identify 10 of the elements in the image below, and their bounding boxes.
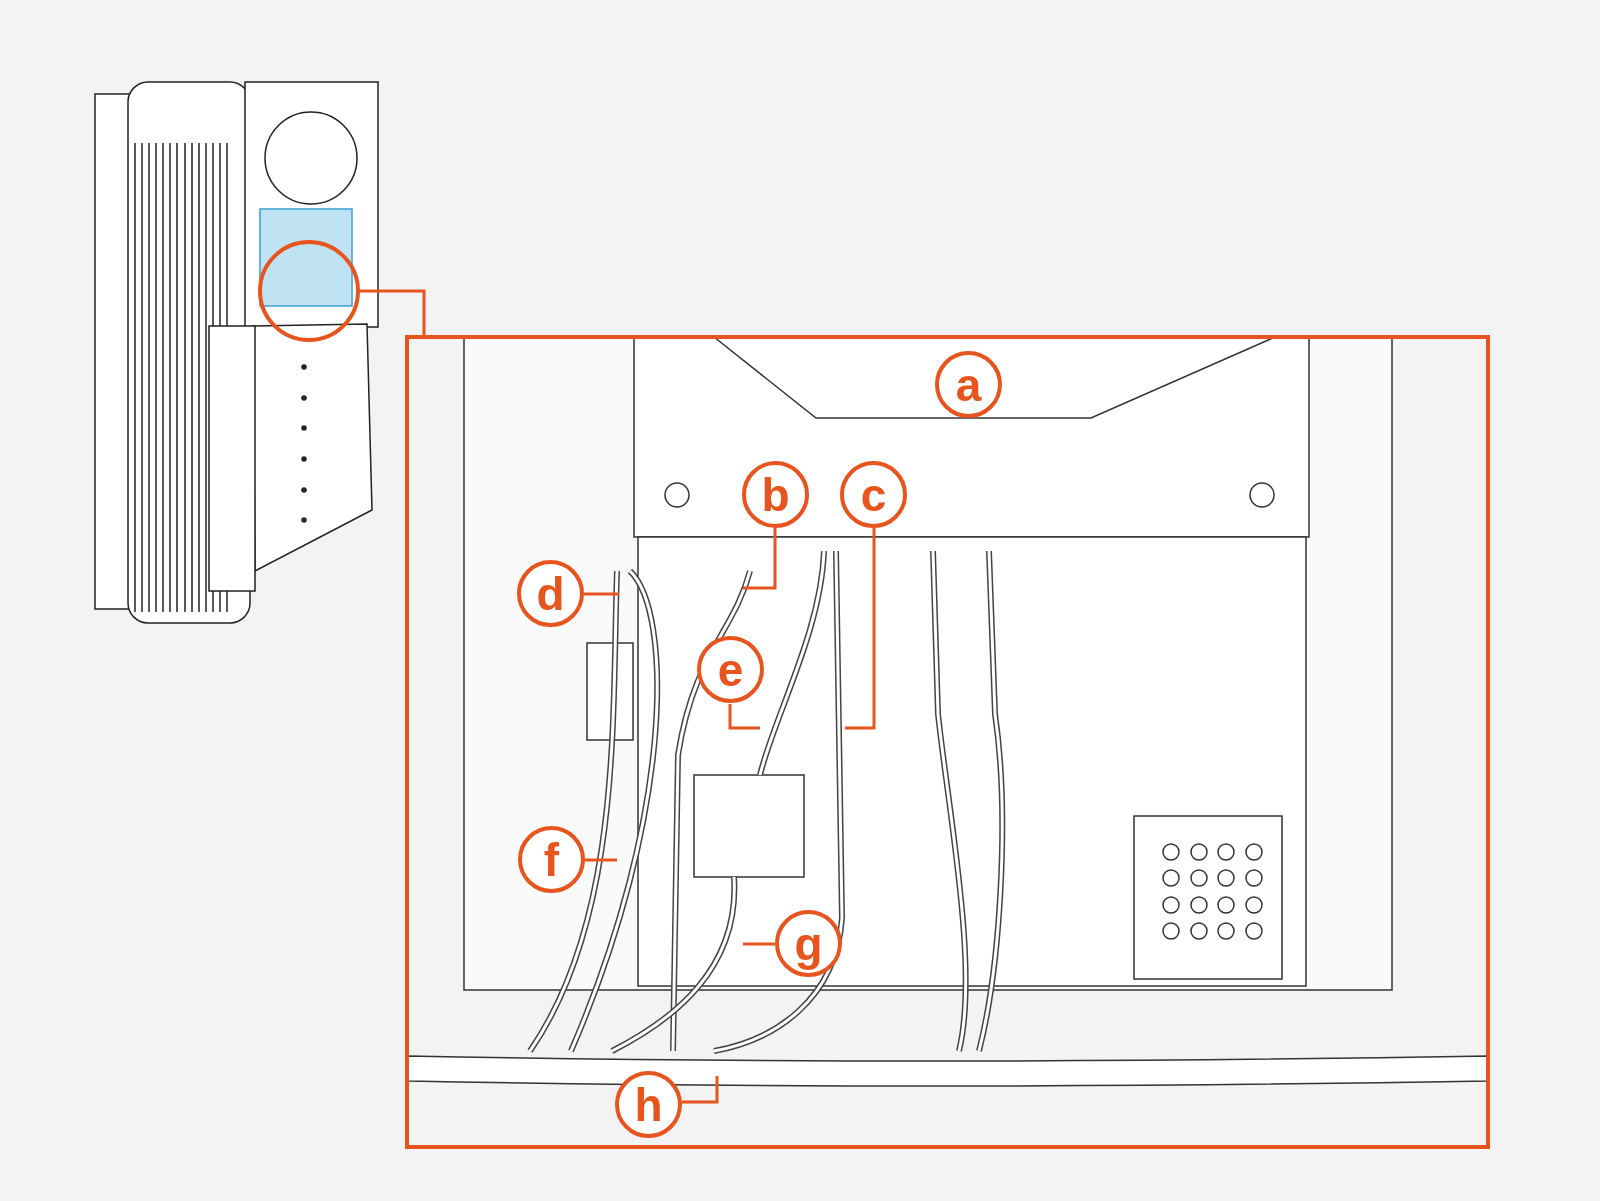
leader-line: [682, 1076, 719, 1104]
leader-line: [743, 942, 775, 946]
magnifier-circle: [258, 240, 360, 342]
leader-line: [845, 528, 876, 730]
leader-line: [584, 592, 619, 596]
connector-line: [360, 289, 426, 335]
callout-letter: h: [615, 1071, 682, 1138]
leader-line: [585, 858, 617, 862]
leader-line: [743, 528, 777, 590]
leader-line: [728, 704, 760, 730]
